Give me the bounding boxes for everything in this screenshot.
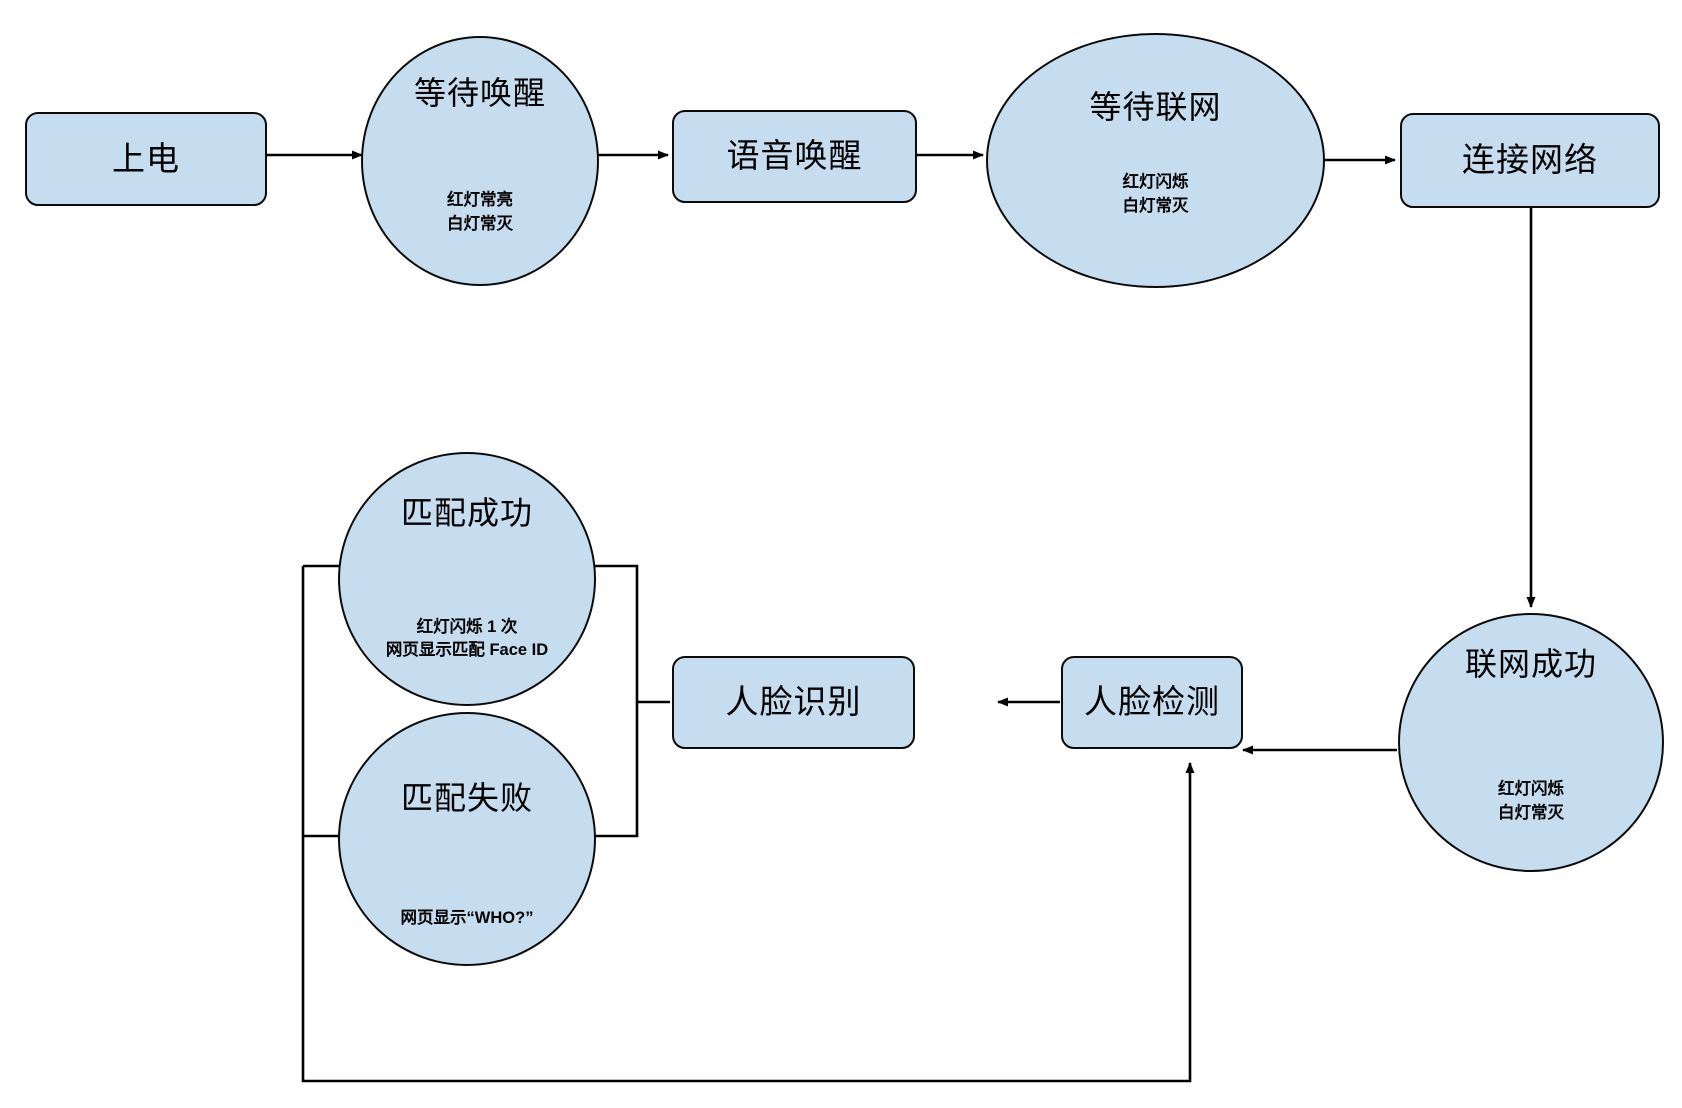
node-match-fail-subtext: 网页显示“WHO?”	[400, 909, 534, 928]
node-wait-net-subtext: 红灯闪烁 白灯常灭	[1122, 173, 1189, 216]
node-wait-wake-subtext: 红灯常亮 白灯常灭	[447, 191, 513, 234]
node-wait-net-title: 等待联网	[1089, 88, 1222, 125]
node-power-on[interactable]: 上电	[25, 112, 267, 206]
node-voice-wake[interactable]: 语音唤醒	[672, 110, 917, 203]
node-net-ok-title: 联网成功	[1464, 646, 1597, 683]
node-power-on-title: 上电	[112, 139, 180, 177]
node-face-detect[interactable]: 人脸检测	[1061, 656, 1243, 749]
node-net-ok[interactable]: 联网成功 红灯闪烁 白灯常灭	[1398, 613, 1664, 872]
node-match-ok-subtext: 红灯闪烁 1 次 网页显示匹配 Face ID	[385, 617, 549, 660]
node-net-ok-subtext: 红灯闪烁 白灯常灭	[1498, 779, 1564, 822]
node-wait-net[interactable]: 等待联网 红灯闪烁 白灯常灭	[986, 33, 1325, 288]
node-match-fail-title: 匹配失败	[400, 780, 533, 817]
node-face-recognize[interactable]: 人脸识别	[672, 656, 915, 749]
node-face-detect-title: 人脸检测	[1084, 683, 1220, 721]
node-match-fail[interactable]: 匹配失败 网页显示“WHO?”	[338, 712, 596, 966]
node-wait-wake[interactable]: 等待唤醒 红灯常亮 白灯常灭	[361, 36, 599, 286]
node-match-ok-title: 匹配成功	[400, 494, 533, 531]
node-voice-wake-title: 语音唤醒	[726, 137, 863, 175]
node-face-recognize-title: 人脸识别	[725, 683, 862, 721]
node-match-ok[interactable]: 匹配成功 红灯闪烁 1 次 网页显示匹配 Face ID	[338, 452, 596, 706]
node-wait-wake-title: 等待唤醒	[413, 75, 546, 112]
node-connect-net-title: 连接网络	[1462, 141, 1598, 179]
node-connect-net[interactable]: 连接网络	[1400, 113, 1660, 208]
